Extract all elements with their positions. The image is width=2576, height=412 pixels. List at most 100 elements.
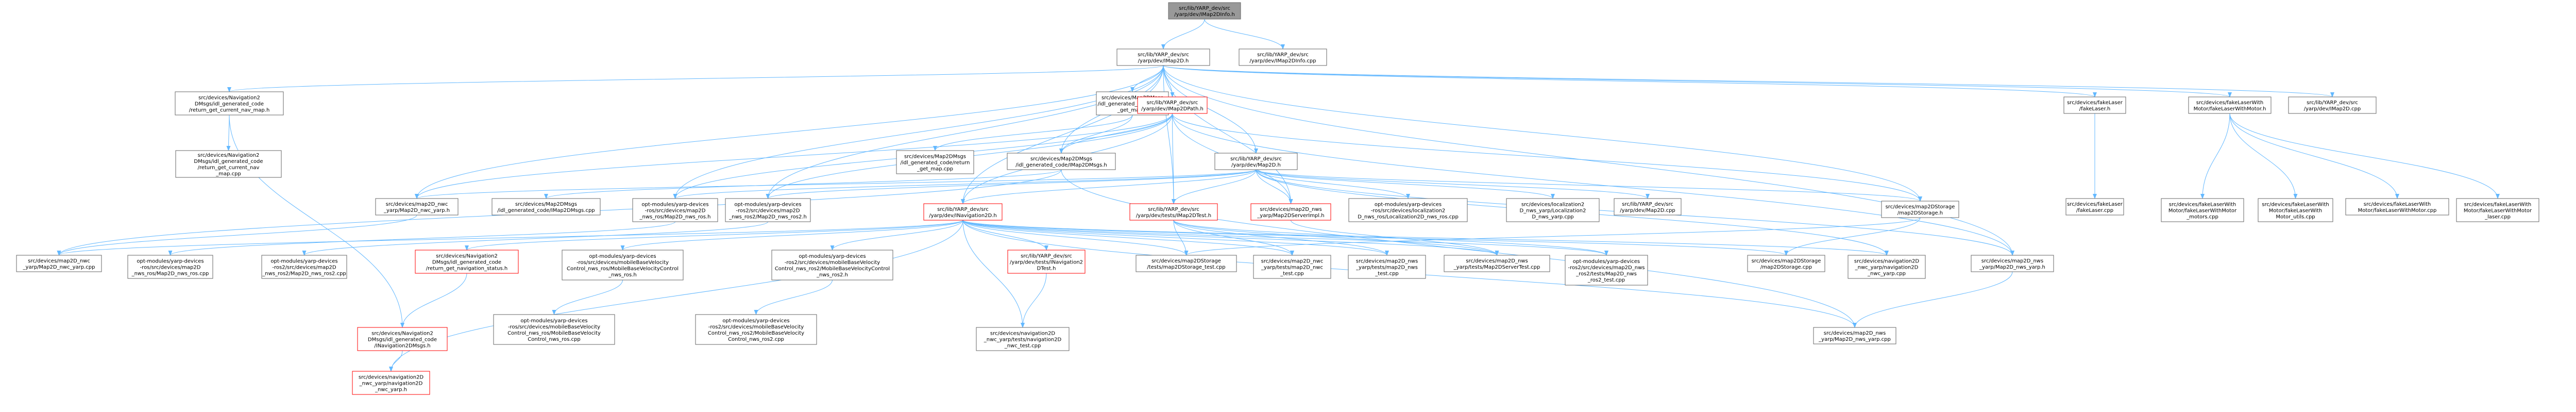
node-box [1848, 255, 1926, 279]
graph-node-n1[interactable]: src/lib/YARP_dev/src/yarp/dev/IMap2D.h [1116, 48, 1210, 66]
graph-node-n45[interactable]: opt-modules/yarp-devices-ros/src/devices… [493, 314, 615, 345]
node-box [2063, 96, 2126, 114]
edge-n3-n9 [226, 114, 231, 151]
graph-node-n38[interactable]: src/devices/map2D_nws_yarp/tests/map2D_n… [1348, 255, 1426, 279]
node-label-line: src/devices/map2DStorage [1886, 204, 1955, 210]
node-box [261, 255, 347, 279]
node-label-line: DTest.h [1037, 266, 1056, 272]
node-label-line: src/lib/YARP_dev/src [1021, 254, 1072, 259]
graph-node-n12[interactable]: src/lib/YARP_dev/src/yarp/dev/Map2D.h [1214, 153, 1298, 170]
graph-node-n40[interactable]: opt-modules/yarp-devices-ros2/src/device… [1565, 255, 1648, 286]
node-label-line: opt-modules/yarp-devices [641, 202, 708, 208]
graph-node-n39[interactable]: src/devices/map2D_nws_yarp/tests/Map2DSe… [1444, 255, 1550, 272]
node-box [1007, 250, 1086, 274]
graph-node-n42[interactable]: src/devices/navigation2D_nwc_yarp/naviga… [1848, 255, 1926, 279]
graph-node-n23[interactable]: src/lib/YARP_dev/src/yarp/dev/tests/IMap… [1129, 203, 1218, 221]
node-box [1129, 203, 1218, 221]
graph-node-n24[interactable]: src/devices/map2D_nws_yarp/Map2DServerIm… [1250, 203, 1331, 221]
graph-node-n2[interactable]: src/lib/YARP_dev/src/yarp/dev/IMap2DInfo… [1239, 48, 1327, 66]
node-label-line: src/devices/map2DStorage [1752, 258, 1821, 264]
edge-n22-n38 [962, 220, 1389, 256]
graph-node-n37[interactable]: src/devices/map2D_nwc_yarp/tests/map2D_n… [1253, 255, 1331, 279]
node-box [493, 314, 615, 345]
graph-node-n0[interactable]: src/lib/YARP_dev/src/yarp/dev/IMap2DInfo… [1168, 2, 1241, 20]
graph-node-n35[interactable]: src/lib/YARP_dev/src/yarp/dev/tests/INav… [1007, 250, 1086, 274]
graph-node-n18[interactable]: src/devices/map2D_nwc_yarp/Map2D_nwc_yar… [375, 198, 459, 216]
node-label-line: src/devices/fakeLaserWith [2196, 100, 2264, 106]
graph-node-n21[interactable]: opt-modules/yarp-devices-ros2/src/device… [725, 198, 811, 222]
graph-node-n5[interactable]: src/lib/YARP_dev/src/yarp/dev/IMap2DPath… [1137, 96, 1208, 114]
graph-node-n34[interactable]: opt-modules/yarp-devices-ros2/src/device… [771, 250, 893, 281]
graph-node-n33[interactable]: opt-modules/yarp-devices-ros/src/devices… [562, 250, 684, 281]
graph-node-n16[interactable]: src/devices/fakeLaserWithMotor/fakeLaser… [2345, 198, 2449, 216]
graph-node-n6[interactable]: src/devices/fakeLaser/fakeLaser.h [2063, 96, 2126, 114]
graph-node-n48[interactable]: src/devices/map2D_nws_yarp/Map2D_nws_yar… [1813, 327, 1896, 344]
node-label-line: /yarp/dev/tests/IMap2DTest.h [1136, 213, 1211, 219]
edge-n7-n17 [2229, 113, 2500, 199]
graph-node-n17[interactable]: src/devices/fakeLaserWithMotor/fakeLaser… [2456, 198, 2539, 222]
graph-node-n44[interactable]: src/devices/Navigation2DMsgs/idl_generat… [357, 327, 448, 351]
graph-node-n19[interactable]: src/devices/Map2DMsgs/idl_generated_code… [492, 198, 601, 216]
graph-node-n14[interactable]: src/devices/fakeLaserWithMotor/fakeLaser… [2161, 198, 2244, 222]
node-label-line: _yarp/tests/Map2DServerTest.cpp [1453, 265, 1540, 270]
node-label-line: src/lib/YARP_dev/src [1257, 52, 1309, 58]
graph-node-n11[interactable]: src/devices/Map2DMsgs/idl_generated_code… [1007, 153, 1116, 170]
graph-node-n9[interactable]: src/devices/Navigation2DMsgs/idl_generat… [175, 150, 282, 178]
graph-node-n36[interactable]: src/devices/map2DStorage/tests/map2DStor… [1136, 255, 1237, 272]
node-label-line: -ros2/src/devices/map2D [736, 208, 800, 214]
graph-node-n30[interactable]: opt-modules/yarp-devices-ros/src/devices… [127, 255, 213, 279]
edge-n18-n29 [57, 215, 417, 256]
graph-node-n20[interactable]: opt-modules/yarp-devices-ros/src/devices… [632, 198, 718, 222]
graph-node-n8[interactable]: src/lib/YARP_dev/src/yarp/dev/IMap2D.cpp [2288, 96, 2377, 114]
edge-n5-n23 [1171, 113, 1176, 204]
edge-n34-n46 [754, 279, 833, 315]
edge-n22-n47 [962, 220, 1025, 328]
edge-n43-n48 [1853, 271, 2013, 328]
graph-node-n46[interactable]: opt-modules/yarp-devices-ros2/src/device… [695, 314, 817, 345]
graph-node-n47[interactable]: src/devices/navigation2D_nwc_yarp/tests/… [976, 327, 1070, 351]
node-box [2258, 198, 2333, 222]
node-label-line: _nws_ros2.h [816, 272, 848, 278]
graph-node-n32[interactable]: src/devices/Navigation2DMsgs/idl_generat… [415, 250, 519, 274]
node-label-line: /yarp/dev/INavigation2D.h [929, 213, 997, 219]
node-box [1971, 255, 2054, 272]
graph-node-n25[interactable]: opt-modules/yarp-devices-ros/src/devices… [1348, 198, 1468, 222]
graph-node-n43[interactable]: src/devices/map2D_nws_yarp/Map2D_nws_yar… [1971, 255, 2054, 272]
node-label-line: src/devices/navigation2D [359, 375, 424, 381]
graph-node-n10[interactable]: src/devices/Map2DMsgs/idl_generated_code… [896, 150, 974, 174]
graph-node-n7[interactable]: src/devices/fakeLaserWithMotor/fakeLaser… [2188, 96, 2272, 114]
node-label-line: src/lib/YARP_dev/src [1179, 6, 1230, 11]
graph-node-n15[interactable]: src/devices/fakeLaserWithMotor/fakeLaser… [2258, 198, 2333, 222]
node-box [896, 150, 974, 174]
graph-node-n13[interactable]: src/devices/fakeLaser/fakeLaser.cpp [2065, 198, 2124, 216]
edge-n22-n37 [962, 220, 1294, 256]
edge-n22-n35 [962, 220, 1048, 251]
node-box [16, 255, 102, 272]
graph-node-n27[interactable]: src/lib/YARP_dev/src/yarp/dev/Map2D.cpp [1614, 198, 1682, 216]
edge-n22-n32 [465, 220, 963, 251]
graph-node-n41[interactable]: src/devices/map2DStorage/map2DStorage.cp… [1747, 255, 1825, 272]
graph-node-n31[interactable]: opt-modules/yarp-devices-ros2/src/device… [261, 255, 347, 279]
node-label-line: src/devices/fakeLaserWith [2262, 202, 2329, 208]
node-box [415, 250, 519, 274]
node-label-line: _ros2/tests/Map2D_nws [1575, 271, 1637, 277]
node-label-line: src/devices/map2D_nws [1356, 259, 1418, 265]
node-label-line: _yarp/Map2D_nwc_yarp.cpp [23, 265, 95, 270]
graph-node-n22[interactable]: src/lib/YARP_dev/src/yarp/dev/INavigatio… [923, 203, 1003, 221]
graph-node-n26[interactable]: src/devices/localization2D_nws_yarp/Loca… [1506, 198, 1600, 222]
graph-node-n49[interactable]: src/devices/navigation2D_nwc_yarp/naviga… [352, 371, 430, 395]
node-box [492, 198, 601, 216]
edge-n1-n22 [961, 65, 1164, 204]
node-box [771, 250, 893, 281]
graph-node-n29[interactable]: src/devices/map2D_nwc_yarp/Map2D_nwc_yar… [16, 255, 102, 272]
node-label-line: src/devices/map2D_nwc [1261, 259, 1324, 265]
node-label-line: -ros2/src/devices/map2D_nws [1568, 265, 1645, 271]
graph-node-n28[interactable]: src/devices/map2DStorage/map2DStorage.h [1881, 201, 1959, 218]
node-box [1250, 203, 1331, 221]
edge-n12-n21 [766, 169, 1257, 199]
edge-n32-n44 [400, 273, 467, 328]
edge-n33-n45 [552, 279, 623, 315]
graph-node-n3[interactable]: src/devices/Navigation2DMsgs/idl_generat… [175, 91, 284, 116]
node-label-line: src/devices/Navigation2 [436, 254, 498, 259]
edge-n22-n41 [962, 220, 1788, 256]
